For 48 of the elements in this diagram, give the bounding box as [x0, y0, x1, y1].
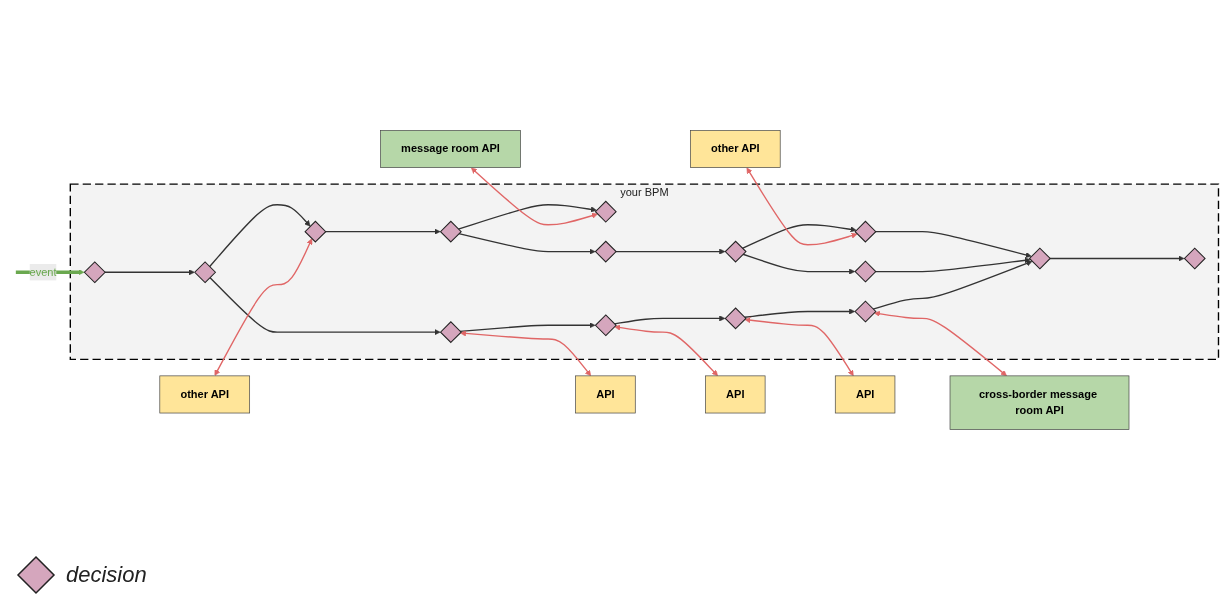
arrow: [458, 232, 596, 255]
arrow: [743, 308, 856, 318]
arrow: [214, 238, 313, 376]
arrow: [744, 317, 854, 377]
node-diamond: [1028, 247, 1051, 270]
arrow: [874, 310, 1007, 377]
node-box: API: [575, 375, 636, 414]
node-diamond: [1183, 247, 1206, 270]
node-diamond: [594, 314, 617, 337]
arrow: [457, 204, 597, 230]
node-box: message room API: [380, 130, 521, 168]
node-diamond: [724, 307, 747, 330]
node-diamond: [194, 261, 217, 284]
arrow: [615, 248, 726, 255]
arrow: [459, 322, 596, 333]
legend-label: decision: [66, 562, 147, 588]
arrow: [208, 204, 311, 268]
node-box: API: [834, 375, 896, 414]
node-diamond: [724, 240, 747, 263]
edge-label: event: [29, 266, 57, 278]
arrow: [209, 276, 441, 336]
node-box: cross-border message room API: [949, 375, 1130, 430]
arrow: [874, 257, 1031, 273]
node-diamond: [439, 220, 462, 243]
arrow: [471, 167, 598, 226]
arrow: [613, 315, 726, 325]
arrow: [460, 330, 592, 377]
node-diamond: [854, 300, 877, 323]
node-box: other API: [159, 375, 250, 414]
arrow: [742, 253, 856, 275]
arrow: [1049, 255, 1185, 262]
node-diamond: [594, 200, 617, 223]
node-diamond: [83, 261, 106, 284]
arrow: [746, 167, 858, 246]
cluster: your BPM: [69, 183, 1220, 361]
node-box: other API: [690, 130, 781, 168]
arrow: [324, 228, 441, 235]
node-diamond: [854, 220, 877, 243]
arrow: [874, 230, 1032, 258]
arrow: [104, 269, 195, 276]
arrow: [614, 324, 719, 377]
arrow: [872, 260, 1033, 310]
node-diamond: [854, 260, 877, 283]
node-diamond: [439, 321, 462, 344]
node-diamond: [594, 240, 617, 263]
node-box: API: [705, 375, 766, 414]
arrow: [741, 224, 857, 250]
node-diamond: [304, 220, 327, 243]
